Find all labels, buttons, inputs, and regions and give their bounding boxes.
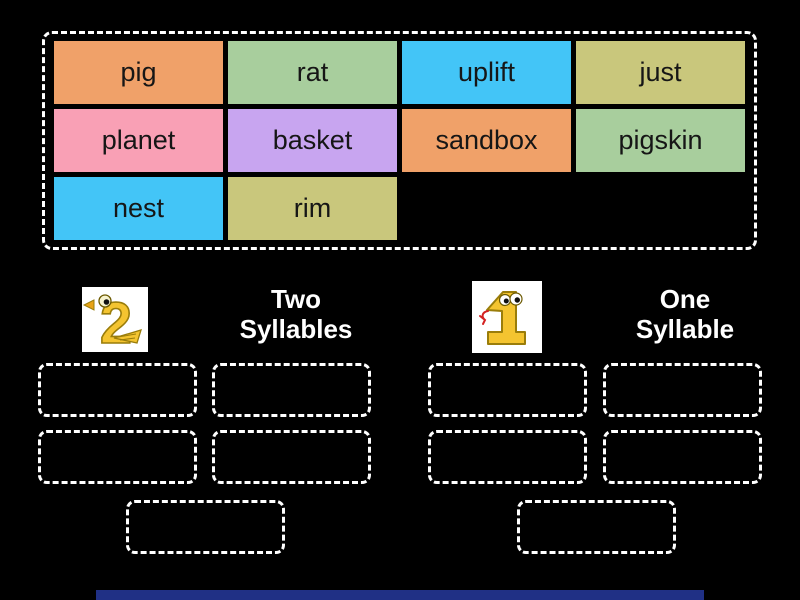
drop-slot[interactable] (38, 430, 197, 484)
number-1-snake-icon (472, 281, 542, 358)
group-label-line: One (659, 284, 711, 314)
drop-slot[interactable] (126, 500, 285, 554)
group-label-line: Syllables (239, 314, 353, 344)
word-tile-nest[interactable]: nest (54, 177, 223, 240)
drop-slot[interactable] (212, 430, 371, 484)
word-tile-uplift[interactable]: uplift (402, 41, 571, 104)
group-label-line: Syllable (635, 314, 735, 344)
word-tile-basket[interactable]: basket (228, 109, 397, 172)
drop-slot[interactable] (428, 430, 587, 484)
drop-slot[interactable] (428, 363, 587, 417)
drop-slot[interactable] (517, 500, 676, 554)
group-label-line: Two (270, 284, 322, 314)
drop-slot[interactable] (603, 363, 762, 417)
drop-slot[interactable] (212, 363, 371, 417)
word-tile-sandbox[interactable]: sandbox (402, 109, 571, 172)
word-tile-rim[interactable]: rim (228, 177, 397, 240)
group-one-syllable-dropzone (428, 363, 763, 557)
drop-slot[interactable] (603, 430, 762, 484)
group-two-syllables-dropzone (38, 363, 373, 557)
number-2-swan-icon: 2 (82, 287, 148, 357)
word-tile-pig[interactable]: pig (54, 41, 223, 104)
word-tile-planet[interactable]: planet (54, 109, 223, 172)
word-tile-rat[interactable]: rat (228, 41, 397, 104)
word-tile-just[interactable]: just (576, 41, 745, 104)
bottom-blue-bar (96, 590, 704, 600)
drop-slot[interactable] (38, 363, 197, 417)
word-tile-pigskin[interactable]: pigskin (576, 109, 745, 172)
group-label-two-syllables: Two Syllables (176, 284, 416, 344)
group-label-one-syllable: One Syllable (565, 284, 800, 344)
